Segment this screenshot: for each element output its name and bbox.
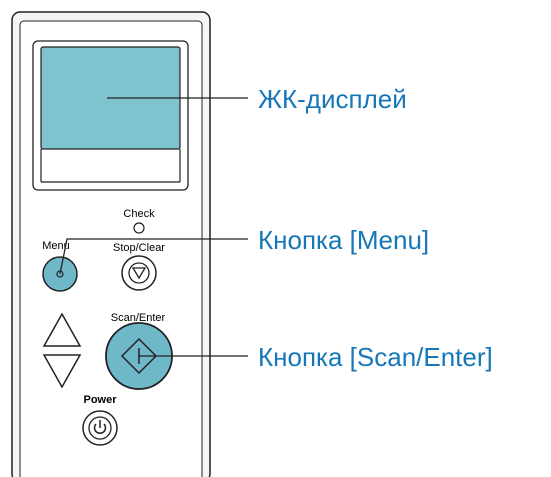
down-button[interactable] bbox=[42, 354, 82, 389]
scan-enter-label: Scan/Enter bbox=[111, 312, 166, 324]
up-button[interactable] bbox=[42, 312, 82, 347]
stop-clear-icon bbox=[131, 267, 147, 280]
lcd-callout-label: ЖК-дисплей bbox=[258, 84, 407, 114]
power-icon bbox=[93, 423, 107, 435]
menu-button-callout-label: Кнопка [Menu] bbox=[258, 225, 429, 255]
check-label: Check bbox=[123, 208, 155, 220]
scan-enter-callout-label: Кнопка [Scan/Enter] bbox=[258, 342, 493, 372]
stop-clear-button[interactable] bbox=[121, 255, 157, 291]
menu-leader-line bbox=[59, 238, 248, 275]
stop-clear-label: Stop/Clear bbox=[113, 242, 165, 254]
menu-label: Menu bbox=[42, 240, 70, 252]
check-led-icon bbox=[133, 222, 145, 234]
power-button[interactable] bbox=[82, 410, 118, 446]
power-label: Power bbox=[83, 394, 117, 406]
lcd-display bbox=[32, 40, 189, 191]
